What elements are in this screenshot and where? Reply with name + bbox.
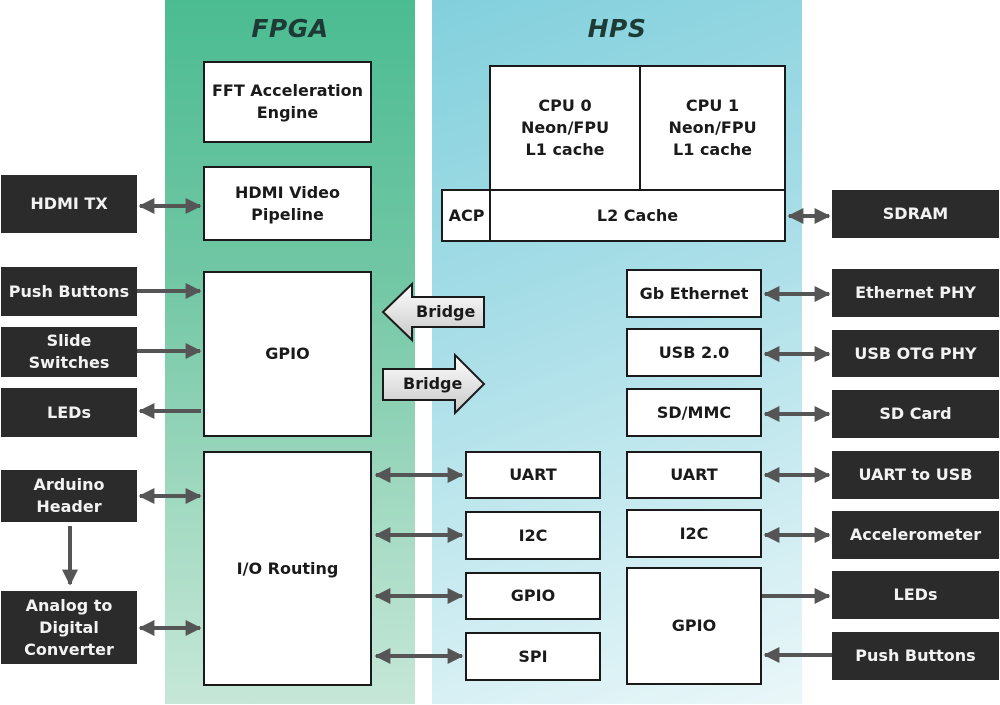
fpga-gpio-block: GPIO <box>203 271 372 437</box>
hdmi-tx-peripheral: HDMI TX <box>1 175 137 233</box>
sdram-peripheral: SDRAM <box>832 190 999 238</box>
sdmmc-block: SD/MMC <box>626 388 762 437</box>
fft-acceleration-engine-block: FFT Acceleration Engine <box>203 61 372 143</box>
hps-gpio-block: GPIO <box>626 567 762 685</box>
usb2-block: USB 2.0 <box>626 328 762 377</box>
acp-block: ACP <box>441 189 492 242</box>
slide-switches-peripheral: Slide Switches <box>1 327 137 377</box>
hps-i2c-block: I2C <box>626 509 762 558</box>
hps-uart-block: UART <box>626 451 762 499</box>
cpu1-block: CPU 1 Neon/FPU L1 cache <box>639 65 786 191</box>
fpga-leds-peripheral: LEDs <box>1 388 137 437</box>
shared-uart-block: UART <box>465 451 601 499</box>
accelerometer-peripheral: Accelerometer <box>832 511 999 559</box>
shared-gpio-block: GPIO <box>465 572 601 620</box>
cpu0-block: CPU 0 Neon/FPU L1 cache <box>489 65 641 191</box>
sd-card-peripheral: SD Card <box>832 390 999 438</box>
arduino-header-peripheral: Arduino Header <box>1 470 137 522</box>
hps-push-buttons-peripheral: Push Buttons <box>832 632 999 680</box>
ethernet-phy-peripheral: Ethernet PHY <box>832 269 999 317</box>
shared-i2c-block: I2C <box>465 511 601 560</box>
hdmi-video-pipeline-block: HDMI Video Pipeline <box>203 166 372 241</box>
uart-to-usb-peripheral: UART to USB <box>832 451 999 499</box>
io-routing-block: I/O Routing <box>203 451 372 686</box>
hps-leds-peripheral: LEDs <box>832 571 999 619</box>
adc-peripheral: Analog to Digital Converter <box>1 591 137 664</box>
gb-ethernet-block: Gb Ethernet <box>626 269 762 318</box>
bridge-label-hps-to-fpga: Bridge <box>416 302 476 321</box>
l2-cache-block: L2 Cache <box>489 189 786 242</box>
bridge-label-fpga-to-hps: Bridge <box>403 374 463 393</box>
shared-spi-block: SPI <box>465 632 601 681</box>
usb-otg-phy-peripheral: USB OTG PHY <box>832 330 999 377</box>
hps-title: HPS <box>587 14 647 43</box>
push-buttons-peripheral: Push Buttons <box>1 267 137 316</box>
fpga-title: FPGA <box>251 14 329 43</box>
